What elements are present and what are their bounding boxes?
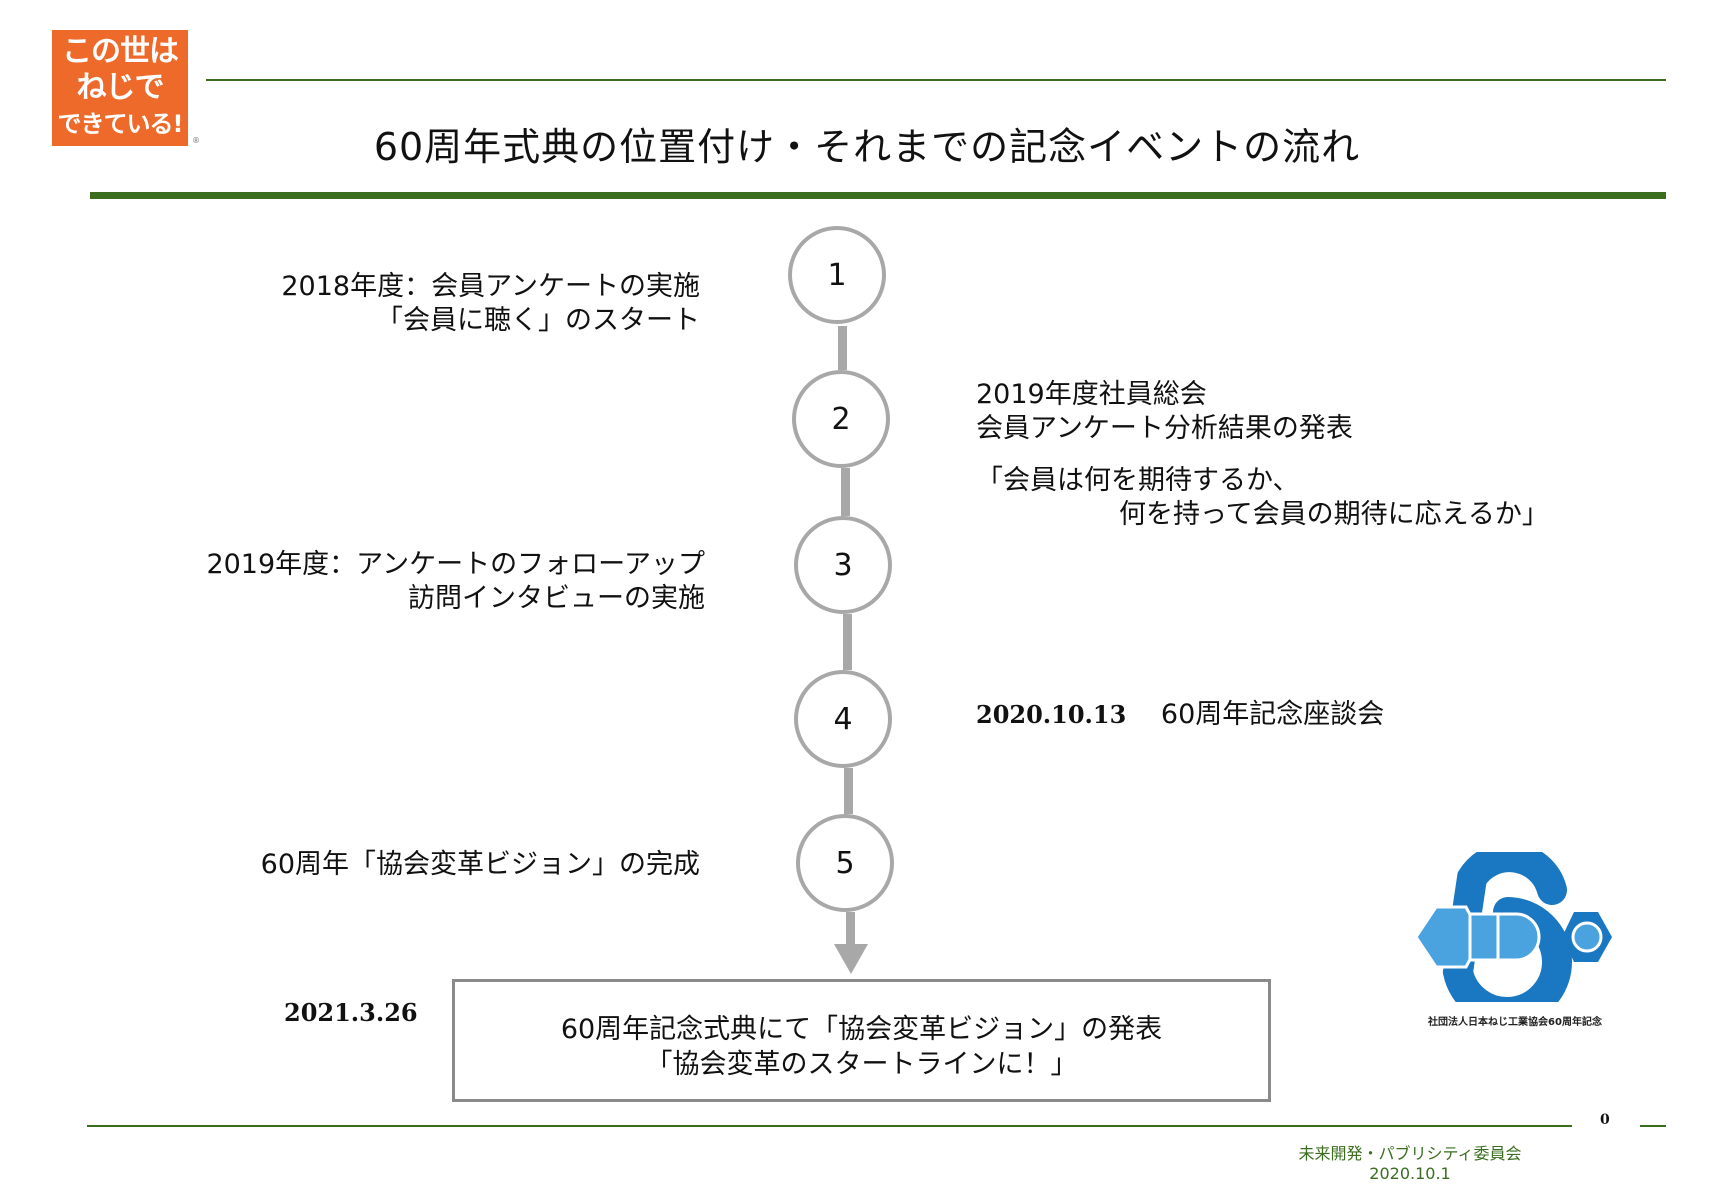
connector-5-final: [846, 912, 855, 946]
step-1-line-1: 2018年度：会員アンケートの実施: [281, 271, 700, 302]
footer-committee: 未来開発・パブリシティ委員会: [1298, 1144, 1522, 1163]
step-number: 1: [827, 257, 847, 293]
footer-rule: [87, 1125, 1572, 1127]
footer: 未来開発・パブリシティ委員会 2020.10.1: [1250, 1144, 1570, 1184]
logo-line-3: できている!: [57, 110, 184, 138]
header-rule: [206, 79, 1666, 81]
step-2-line-1: 2019年度社員総会: [976, 379, 1207, 410]
footer-date: 2020.10.1: [1369, 1164, 1451, 1183]
step-1-text: 2018年度：会員アンケートの実施 「会員に聴く」のスタート: [150, 270, 700, 338]
final-date: 2021.3.26: [284, 998, 418, 1027]
step-circle-3: 3: [794, 516, 892, 614]
page-number: 0: [1600, 1112, 1610, 1128]
anniversary-badge-caption: 社団法人日本ねじ工業協会60周年記念: [1428, 1017, 1602, 1028]
final-line-1: 60周年記念式典にて「協会変革ビジョン」の発表: [560, 1014, 1163, 1045]
step-1-line-2: 「会員に聴く」のスタート: [376, 305, 700, 336]
step-3-line-1: 2019年度：アンケートのフォローアップ: [206, 549, 705, 580]
step-2-line-2: 会員アンケート分析結果の発表: [976, 413, 1353, 444]
connector-1-2: [838, 326, 847, 370]
step-number: 2: [831, 401, 851, 437]
step-2-text: 2019年度社員総会 会員アンケート分析結果の発表: [976, 378, 1353, 446]
step-3-line-2: 訪問インタビューの実施: [408, 583, 705, 614]
step-circle-5: 5: [796, 814, 894, 912]
step-3-text: 2019年度：アンケートのフォローアップ 訪問インタビューの実施: [100, 548, 705, 616]
step-number: 3: [833, 547, 853, 583]
step-4-date: 2020.10.13: [976, 700, 1127, 729]
final-box: 60周年記念式典にて「協会変革ビジョン」の発表 「協会変革のスタートラインに！」: [452, 979, 1271, 1102]
logo-badge: この世は ねじで できている!: [52, 30, 188, 146]
logo-line-2: ねじで: [76, 70, 165, 105]
connector-2-3: [841, 468, 850, 516]
page-title: 60周年式典の位置付け・それまでの記念イベントの流れ: [373, 125, 1361, 169]
title-rule: [90, 192, 1666, 199]
step-2-quote-line-2: 何を持って会員の期待に応えるか」: [1119, 499, 1549, 530]
step-4-event: 60周年記念座談会: [1160, 699, 1385, 730]
connector-3-4: [843, 614, 852, 670]
step-number: 5: [835, 845, 855, 881]
logo-line-1: この世は: [62, 34, 179, 69]
timeline-arrow-head: [834, 944, 868, 974]
step-5-text: 60周年「協会変革ビジョン」の完成: [150, 848, 700, 882]
step-circle-1: 1: [788, 226, 886, 324]
final-line-2: 「協会変革のスタートラインに！」: [645, 1049, 1078, 1080]
step-2-quote-line-1: 「会員は何を期待するか、: [976, 465, 1300, 496]
step-2-quote: 「会員は何を期待するか、 何を持って会員の期待に応えるか」: [976, 464, 1549, 532]
step-5-line-1: 60周年「協会変革ビジョン」の完成: [260, 849, 700, 880]
step-circle-2: 2: [792, 370, 890, 468]
step-number: 4: [833, 701, 853, 737]
step-4-text: 2020.10.13 60周年記念座談会: [976, 698, 1384, 732]
anniversary-badge-icon: [1414, 852, 1612, 1002]
connector-4-5: [844, 768, 853, 814]
registered-mark: ®: [192, 136, 200, 145]
step-circle-4: 4: [794, 670, 892, 768]
footer-rule-end: [1640, 1125, 1666, 1127]
